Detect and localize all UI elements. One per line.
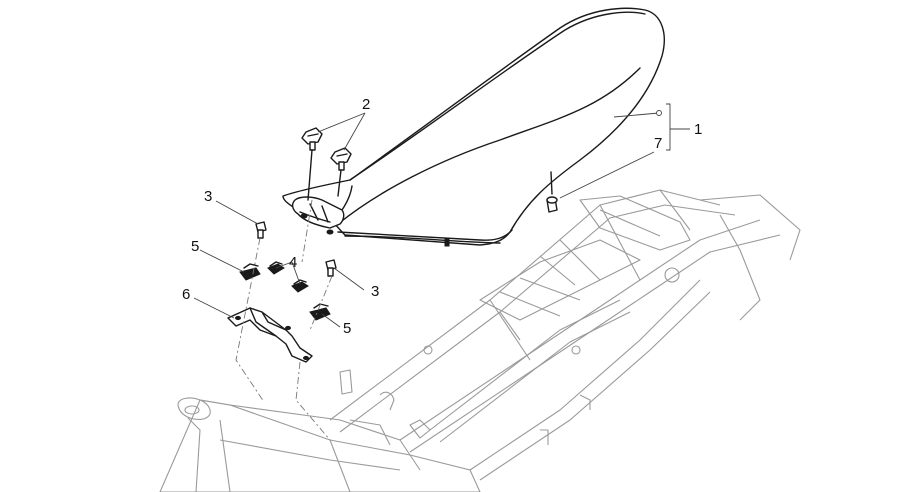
callout-labels: 1 2 3 3 4 5 5 6 7 (182, 96, 702, 337)
assembly-lines (235, 199, 333, 441)
callout-5-left: 5 (191, 238, 199, 255)
bracket (227, 307, 313, 363)
callout-3-left: 3 (204, 188, 212, 205)
callout-4: 4 (289, 254, 297, 271)
leader-lines (193, 103, 690, 328)
callout-3-right: 3 (371, 283, 379, 300)
bolt-upper (301, 127, 323, 201)
bolt-lower (330, 147, 352, 197)
rear-subframe (159, 189, 801, 492)
clip-right (309, 303, 331, 321)
callout-1: 1 (694, 121, 702, 138)
seat (282, 7, 665, 247)
screw-right (325, 259, 337, 277)
callout-6: 6 (182, 286, 190, 303)
clip-left (239, 263, 261, 281)
nut-lower (291, 279, 309, 293)
callout-5-right: 5 (343, 320, 351, 337)
callout-7: 7 (654, 135, 662, 152)
callout-2: 2 (362, 96, 370, 113)
screw-left (255, 221, 267, 239)
